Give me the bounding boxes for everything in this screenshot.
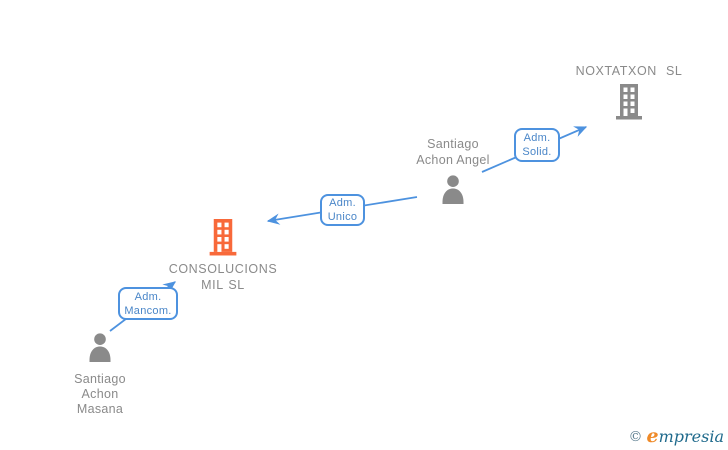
person-name-line: Achon — [81, 387, 119, 401]
empresia-logo[interactable]: ©empresia — [629, 425, 725, 447]
relation-label-adm-unico: Adm. Unico — [320, 194, 365, 226]
relation-label-line: Adm. — [329, 197, 356, 209]
person-icon — [442, 175, 464, 204]
company-name: NOXTATXON SL — [575, 64, 683, 78]
node-consolucions-mil-sl[interactable]: CONSOLUCIONS MIL SL — [162, 219, 284, 293]
company-name-line: CONSOLUCIONS — [168, 262, 278, 276]
relation-label-adm-mancom: Adm. Mancom. — [118, 287, 178, 320]
node-santiago-achon-angel[interactable]: Santiago Achon Angel — [403, 136, 503, 204]
company-name-line: MIL SL — [201, 278, 245, 292]
relation-label-adm-solid: Adm. Solid. — [514, 128, 560, 162]
person-name-line: Santiago — [74, 372, 126, 386]
person-icon — [89, 333, 111, 362]
node-noxtatxon[interactable]: NOXTATXON SL — [575, 63, 683, 120]
relation-label-line: Mancom. — [124, 304, 172, 317]
empresia-logo-e: e — [646, 425, 659, 447]
person-name-line: Santiago — [427, 137, 479, 151]
relation-label-line: Adm. — [134, 290, 162, 303]
company-icon — [209, 219, 237, 256]
copyright-symbol: © — [628, 429, 643, 445]
company-icon — [616, 84, 642, 120]
relation-label-line: Adm. — [523, 132, 551, 144]
relation-label-line: Unico — [327, 211, 358, 223]
relation-label-line: Solid. — [522, 146, 552, 158]
node-santiago-achon-masana[interactable]: Santiago Achon Masana — [50, 332, 150, 417]
person-name-line: Achon Angel — [416, 153, 490, 167]
person-name-line: Masana — [76, 402, 124, 416]
empresia-logo-text: mpresia — [658, 427, 724, 446]
